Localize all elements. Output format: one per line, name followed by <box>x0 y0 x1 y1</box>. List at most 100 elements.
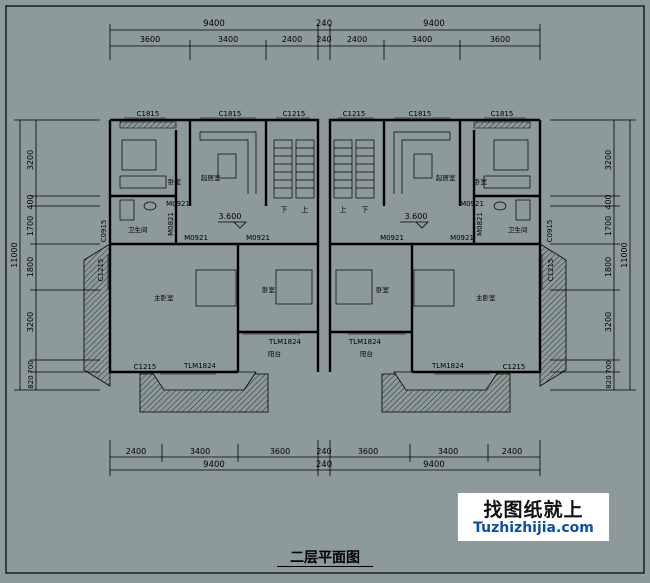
right-dim-5: 3200 <box>604 312 613 332</box>
watermark-cn: 找图纸就上 <box>483 499 584 521</box>
label-c1215-6: C1215 <box>503 363 526 371</box>
bed-mid-left <box>275 269 313 305</box>
top-dim-6: 3400 <box>412 35 432 44</box>
room-master-r: 主卧室 <box>476 293 496 302</box>
label-m0821-2: M0821 <box>476 212 484 236</box>
stairs <box>273 139 375 199</box>
bed-mid-right <box>335 269 373 305</box>
title-underline <box>277 566 373 567</box>
room-balcony-r: 阳台 <box>360 349 373 358</box>
room-balcony-l: 阳台 <box>268 349 281 358</box>
label-tlm-1: TLM1824 <box>183 362 217 370</box>
label-c1815-2: C1815 <box>219 110 242 118</box>
watermark-en: Tuzhizhijia.com <box>473 520 594 536</box>
right-dim-6: 700 <box>605 360 613 373</box>
label-c1215-1: C1215 <box>283 110 306 118</box>
label-m0921-6: M0921 <box>450 234 474 242</box>
bottom-dim-5: 3600 <box>358 447 378 456</box>
label-tlm-4: TLM1824 <box>348 338 382 346</box>
top-dim-1: 3600 <box>140 35 160 44</box>
label-c0915-1: C0915 <box>100 220 108 243</box>
sofa-left <box>199 131 257 194</box>
room-bed-tr: 卧室 <box>474 177 488 186</box>
label-m0921-1: M0921 <box>166 200 190 208</box>
room-bed-ml: 卧室 <box>262 285 276 294</box>
stair-up-left: 上 <box>302 205 309 214</box>
sofa-right <box>393 131 451 194</box>
top-dim-3: 2400 <box>282 35 302 44</box>
bottom-dimension-lines <box>109 440 541 476</box>
label-c0915-2: C0915 <box>546 220 554 243</box>
label-c1215-5: C1215 <box>134 363 157 371</box>
top-dim-5: 2400 <box>347 35 367 44</box>
stair-down-right: 下 <box>362 206 369 214</box>
label-c1215-2: C1215 <box>343 110 366 118</box>
label-c1215-4: C1215 <box>547 259 555 282</box>
left-dim-1: 3200 <box>26 150 35 170</box>
walls <box>108 118 542 374</box>
wardrobe-right <box>483 175 531 189</box>
elevation-left: 3.600 <box>219 212 242 221</box>
label-c1815-1: C1815 <box>137 110 160 118</box>
stair-up-right: 上 <box>340 205 347 214</box>
label-m0921-4: M0921 <box>246 234 270 242</box>
label-m0921-3: M0921 <box>184 234 208 242</box>
room-living-r: 起居室 <box>436 173 456 182</box>
top-dim-2: 3400 <box>218 35 238 44</box>
table-right <box>413 153 433 179</box>
window-glazing <box>107 117 543 375</box>
bed-top-left <box>121 139 157 171</box>
bed-master-right <box>413 269 455 307</box>
bottom-dim-2: 3400 <box>190 447 210 456</box>
basin-right <box>515 199 531 221</box>
bottom-dim-1: 2400 <box>126 447 146 456</box>
drawing-border <box>5 5 645 574</box>
stair-down-left: 下 <box>281 206 288 214</box>
room-bath-l: 卫生间 <box>128 225 148 234</box>
opening-labels: C1815 C1815 C1215 C1215 C1815 C1815 M092… <box>97 110 555 371</box>
label-m0921-5: M0921 <box>380 234 404 242</box>
label-tlm-2: TLM1824 <box>431 362 465 370</box>
table-left <box>217 153 237 179</box>
left-dim-3: 1700 <box>26 216 35 236</box>
toilet-right <box>493 201 507 211</box>
furniture <box>119 131 531 307</box>
room-living-l: 起居室 <box>201 173 221 182</box>
room-bed-mr: 卧室 <box>376 285 390 294</box>
label-c1815-3: C1815 <box>409 110 432 118</box>
bed-master-left <box>195 269 237 307</box>
top-total-mid: 240 <box>316 19 332 29</box>
bottom-total-mid: 240 <box>316 460 332 470</box>
left-dim-2: 400 <box>26 194 35 209</box>
label-c1215-3: C1215 <box>97 259 105 282</box>
room-labels: 卧室 卧室 起居室 起居室 卫生间 卫生间 主卧室 主卧室 卧室 卧室 阳台 阳… <box>128 173 528 358</box>
right-total: 11000 <box>620 242 629 267</box>
bottom-total-left: 9400 <box>203 460 225 470</box>
top-dim-7: 3600 <box>490 35 510 44</box>
bottom-dim-4: 240 <box>316 447 331 456</box>
top-dim-4: 240 <box>316 35 331 44</box>
right-dim-4: 1800 <box>604 257 613 277</box>
bottom-dim-3: 3600 <box>270 447 290 456</box>
watermark-badge: 找图纸就上 Tuzhizhijia.com <box>457 492 610 542</box>
room-bath-r: 卫生间 <box>508 225 528 234</box>
room-bed-tl: 卧室 <box>168 177 182 186</box>
label-tlm-3: TLM1824 <box>268 338 302 346</box>
top-total-right: 9400 <box>423 19 445 29</box>
left-dim-5: 3200 <box>26 312 35 332</box>
right-dim-2: 400 <box>604 194 613 209</box>
bottom-dim-6: 3400 <box>438 447 458 456</box>
bottom-total-right: 9400 <box>423 460 445 470</box>
drawing-title: 二层平面图 <box>290 550 360 566</box>
top-total-left: 9400 <box>203 19 225 29</box>
roof-hatching <box>83 121 567 413</box>
basin-left <box>119 199 135 221</box>
left-dim-6: 700 <box>27 360 35 373</box>
right-dim-7: 820 <box>605 375 613 388</box>
wardrobe-left <box>119 175 167 189</box>
left-dim-7: 820 <box>27 375 35 388</box>
toilet-left <box>143 201 157 211</box>
elevation-marks <box>218 221 429 229</box>
right-dim-1: 3200 <box>604 150 613 170</box>
